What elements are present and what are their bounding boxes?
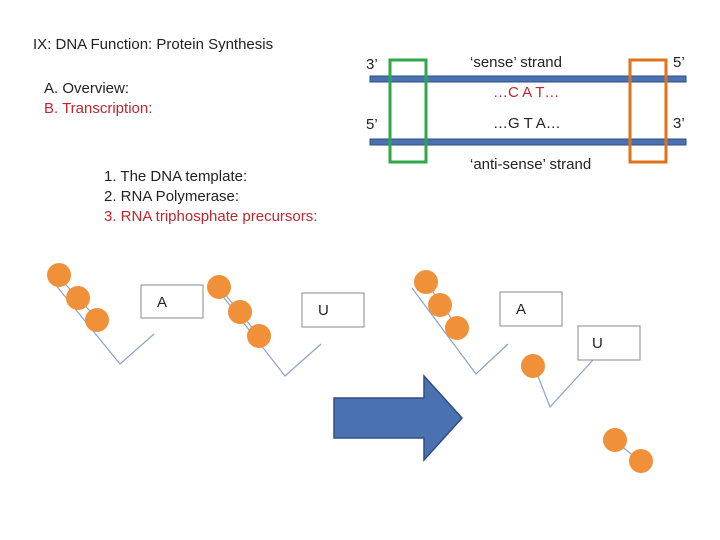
base-label: U — [592, 335, 603, 352]
nucleotide-u-after: U — [521, 325, 641, 409]
left-end-box — [388, 58, 428, 164]
released-pyrophosphate — [603, 428, 653, 473]
step-dna-template: 1. The DNA template: — [104, 168, 248, 185]
phosphate-icon — [629, 449, 653, 473]
phosphate-icon — [521, 354, 545, 378]
slide-title: IX: DNA Function: Protein Synthesis — [33, 36, 274, 53]
phosphate-icon — [47, 263, 71, 287]
bottom-sequence: …G T A… — [493, 115, 561, 132]
nucleotide-u-before: U — [207, 275, 365, 377]
sense-strand — [369, 75, 687, 83]
step-rna-precursors: 3. RNA triphosphate precursors: — [104, 208, 318, 225]
antisense-strand-label: ‘anti-sense’ strand — [470, 156, 592, 173]
base-box — [140, 284, 204, 319]
antisense-strand — [369, 138, 687, 146]
base-label: A — [516, 301, 526, 318]
sugar-icon — [533, 359, 594, 409]
phosphate-icon — [603, 428, 627, 452]
phosphate-icon — [228, 300, 252, 324]
sugar-icon — [411, 287, 509, 375]
phosphate-icon — [207, 275, 231, 299]
top-sequence: …C A T… — [493, 84, 560, 101]
phosphate-icon — [66, 286, 90, 310]
right-end-box — [628, 58, 668, 164]
base-box — [301, 292, 365, 328]
phosphate-icon — [414, 270, 438, 294]
phosphate-icon — [85, 308, 109, 332]
phosphate-icon — [247, 324, 271, 348]
block-arrow-icon — [333, 374, 464, 462]
phosphate-icon — [445, 316, 469, 340]
phosphate-icon — [428, 293, 452, 317]
nucleotide-a-before: A — [47, 263, 204, 365]
outline-item-transcription: B. Transcription: — [44, 100, 153, 117]
base-label: U — [318, 302, 329, 319]
strand-end-bottom-right: 3’ — [673, 115, 685, 132]
strand-end-top-right: 5’ — [673, 54, 685, 71]
nucleotide-a-after: A — [411, 270, 563, 375]
base-label: A — [157, 294, 167, 311]
strand-end-bottom-left: 5’ — [366, 116, 378, 133]
base-box — [577, 325, 641, 361]
strand-end-top-left: 3’ — [366, 56, 378, 73]
base-box — [499, 291, 563, 327]
sense-strand-label: ‘sense’ strand — [470, 54, 562, 71]
step-rna-polymerase: 2. RNA Polymerase: — [104, 188, 240, 205]
outline-item-overview: A. Overview: — [44, 80, 130, 97]
